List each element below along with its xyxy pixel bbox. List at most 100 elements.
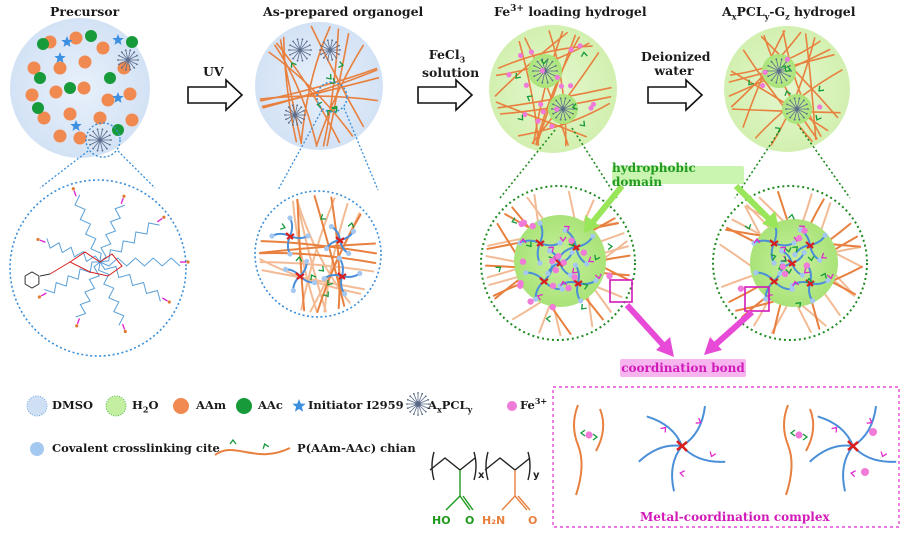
aam-monomer: [93, 111, 107, 125]
apcl-domain: [301, 38, 304, 41]
apcl-domain: [289, 44, 291, 47]
aam-monomer: [37, 111, 51, 125]
apcl-domain: [323, 49, 331, 59]
crosslink-point: [287, 251, 293, 257]
ligand-stroke: [695, 417, 702, 424]
bracket: [485, 451, 489, 481]
apcl-domain: [339, 49, 341, 51]
apcl-domain: [555, 108, 564, 118]
apcl-molecule: [89, 139, 101, 146]
fe-ion: [549, 282, 557, 290]
apcl-molecule: [99, 129, 103, 141]
aac-group: [579, 429, 586, 437]
title-text: loading hydrogel: [523, 4, 647, 20]
fe-ion: [760, 82, 766, 89]
fe-hydrogel-chains: [494, 30, 612, 147]
apcl-domain: [288, 49, 290, 51]
apcl-subscript: x: [436, 404, 442, 415]
fecl3-line1: FeCl3: [422, 47, 472, 65]
organogel-chains: [259, 25, 380, 147]
pcl-arm: [852, 406, 877, 447]
apcl-domain: [289, 44, 301, 51]
aac-group: [780, 64, 787, 71]
apcl-domain: [327, 40, 331, 51]
apcl-domain: [562, 108, 571, 118]
chain: [296, 198, 306, 312]
fe-ion: [577, 43, 583, 49]
apcl-domain: [559, 118, 562, 121]
crosslink-point: [753, 270, 759, 276]
pcl-arm: [46, 238, 101, 263]
aam-monomer: [78, 55, 92, 69]
coordination-ligand: [780, 246, 787, 253]
end-group: [123, 329, 127, 334]
apcl-molecule: [96, 149, 99, 152]
ester-core: [69, 251, 123, 277]
chain: [783, 404, 793, 496]
coordination-ligand-stroke: [548, 246, 555, 253]
final-hydrogel-circle: [724, 26, 850, 152]
precursor-zoom-circle: [85, 122, 121, 158]
apcl-domain: [299, 41, 308, 51]
fe-ion: [520, 219, 528, 226]
apcl-domain: [532, 70, 534, 72]
apcl-domain: [533, 64, 536, 67]
fe-ion: [580, 249, 588, 256]
apcl-domain: [767, 64, 770, 67]
methacrylate-end: [156, 217, 163, 223]
crosslink-point: [282, 266, 289, 272]
crosslink-point: [350, 228, 357, 234]
pam-chain: [300, 26, 331, 145]
chain-aac-stroke: [229, 438, 237, 445]
apcl-molecule: [127, 59, 135, 69]
pcl-arm: [646, 415, 683, 447]
apcl-domain: [284, 114, 286, 116]
fe-ion: [567, 83, 574, 89]
crosslink-point: [584, 261, 590, 267]
aac-group: [787, 213, 795, 220]
aac-group: [495, 266, 502, 273]
stage-title-fe-hydrogel: Fe3+ loading hydrogel: [494, 4, 647, 19]
ligand-stroke: [679, 470, 685, 478]
aac-group-stroke: [326, 109, 333, 116]
apcl-domain: [796, 108, 808, 115]
fe-ion: [817, 104, 823, 110]
apcl-molecule: [99, 139, 108, 149]
apcl-domain: [326, 58, 329, 61]
coordination-ligand-stroke: [588, 256, 594, 263]
title-subscript: y: [764, 11, 770, 22]
apcl-domain: [301, 59, 304, 62]
fe-ion: [517, 282, 524, 289]
pcl-arm: [671, 445, 683, 492]
apcl-domain: [793, 97, 796, 100]
legend-fe: Fe3+: [520, 396, 547, 412]
fecl3-label: FeCl3 solution: [422, 47, 479, 80]
apcl-domain: [789, 100, 798, 110]
apcl-domain: [285, 114, 296, 120]
pcl-arm: [99, 257, 181, 267]
apcl-molecule: [101, 149, 104, 152]
end-group: [71, 187, 75, 191]
chain: [595, 408, 605, 452]
fe-ion: [606, 272, 613, 280]
zoom-line: [799, 127, 851, 199]
apcl-domain: [552, 103, 554, 106]
metal-complex-frame: [552, 386, 900, 528]
pcl-arm: [852, 445, 897, 463]
aac-group-stroke: [517, 114, 524, 121]
aac-group: [820, 272, 827, 279]
apcl-molecule: [118, 54, 120, 57]
apcl-domain: [546, 58, 549, 61]
aac-group: [748, 79, 754, 86]
apcl-domain: [789, 99, 792, 102]
benzene-link: [39, 273, 51, 277]
amide-bond: [501, 495, 516, 511]
aac-group: [785, 268, 793, 275]
aac-group: [331, 107, 338, 114]
crosslink-point: [593, 277, 599, 284]
aac-group-stroke: [780, 256, 787, 263]
apcl-molecule: [136, 63, 138, 66]
apcl-domain: [294, 114, 298, 125]
apcl-domain: [796, 108, 805, 118]
